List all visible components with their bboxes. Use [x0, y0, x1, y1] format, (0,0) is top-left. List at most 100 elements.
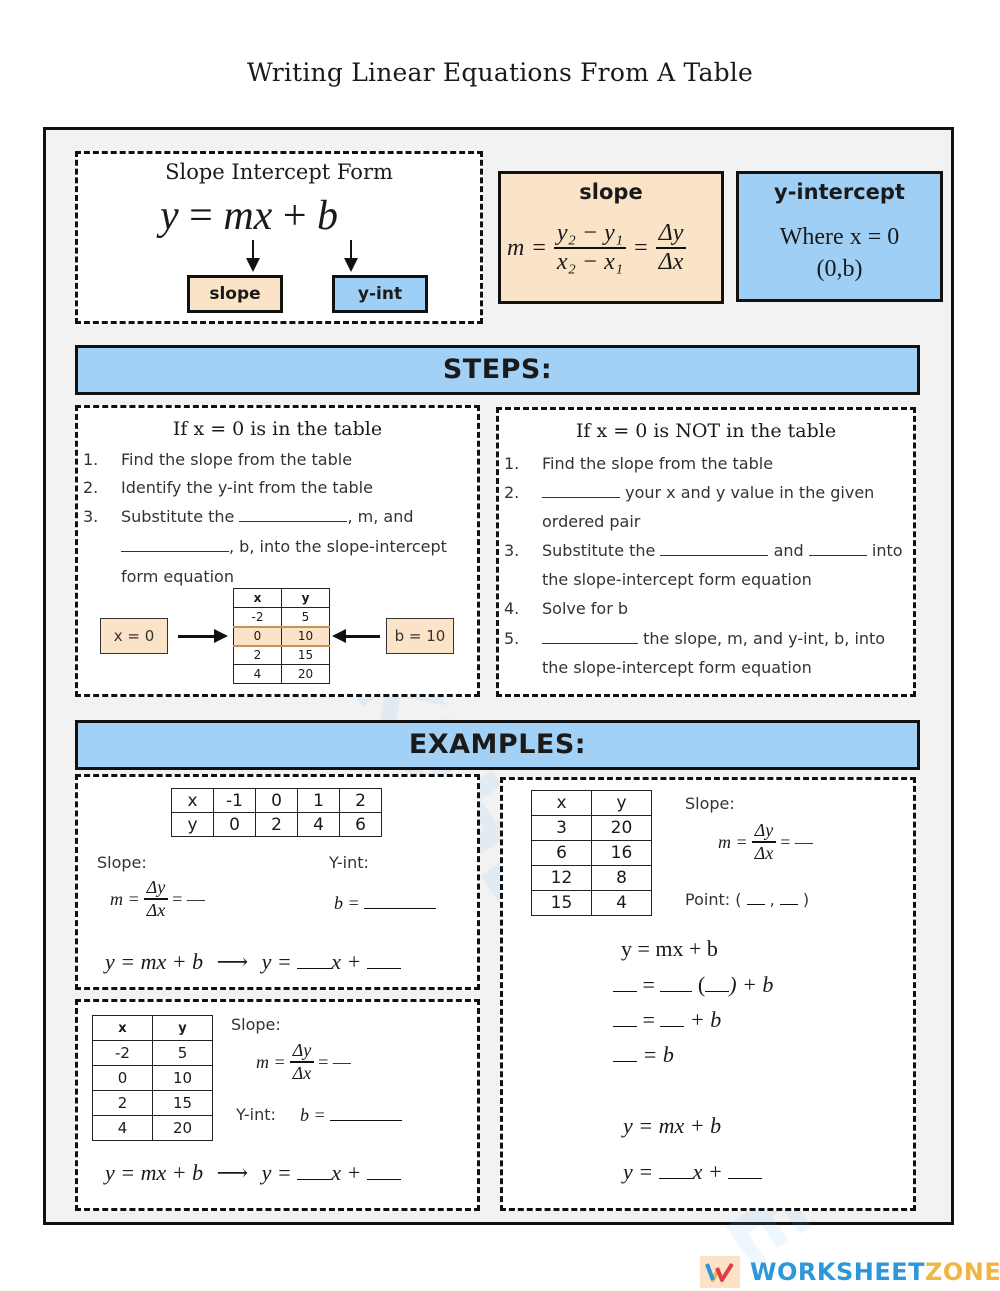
fill-blank[interactable] [121, 536, 229, 552]
answer-blank[interactable] [658, 1161, 693, 1179]
table-header-cell: x [531, 790, 592, 816]
arrow-down-icon [252, 240, 254, 260]
arrow-head-icon [246, 258, 260, 272]
example-2-yint-eq: b = [300, 1103, 403, 1126]
steps-x0-in-table: If x = 0 is in the table 1.Find the slop… [75, 405, 480, 697]
table-cell: 1 [297, 788, 340, 813]
answer-blank[interactable] [366, 1162, 401, 1180]
table-cell: 8 [591, 865, 652, 891]
arrow-right-line [178, 635, 216, 638]
slope-label: Slope: [685, 794, 735, 813]
steps-left-list: 1.Find the slope from the table 2.Identi… [83, 446, 469, 592]
fill-blank[interactable] [660, 540, 769, 556]
answer-blank[interactable] [660, 1009, 685, 1027]
list-item: 1.Find the slope from the table [504, 454, 774, 473]
answer-blank[interactable] [364, 891, 437, 909]
table-cell: 4 [591, 890, 652, 916]
steps-banner: STEPS: [75, 345, 920, 395]
table-cell: 2 [233, 645, 282, 665]
table-cell: 2 [339, 788, 382, 813]
table-cell: 6 [339, 812, 382, 837]
table-cell: 4 [92, 1115, 153, 1141]
table-cell: 0 [255, 788, 298, 813]
slope-m: m [507, 234, 525, 261]
table-cell: 6 [531, 840, 592, 866]
y-intercept-box: y-intercept Where x = 0 (0,b) [736, 171, 943, 302]
list-item: 3. Substitute the , m, and , b, into the… [83, 506, 447, 586]
example-2-final-eq: y = mx + b ⟶ y = x + [105, 1160, 401, 1186]
table-cell: 4 [297, 812, 340, 837]
table-header-cell: y [591, 790, 652, 816]
arrow-right-icon [214, 629, 228, 643]
answer-blank[interactable] [660, 974, 693, 992]
table-cell: 15 [281, 645, 330, 665]
fill-blank[interactable] [542, 482, 620, 498]
answer-blank[interactable] [297, 1162, 332, 1180]
worksheetzone-logo[interactable]: WORKSHEETZONE [700, 1255, 1000, 1289]
steps-left-heading: If x = 0 is in the table [172, 418, 383, 440]
eq-mx: mx [223, 193, 273, 239]
slope-intercept-equation: y = mx + b [160, 192, 338, 240]
y-intercept-heading: y-intercept [774, 180, 905, 204]
delta-y: Δy [658, 220, 684, 246]
answer-blank[interactable] [613, 1044, 637, 1062]
table-cell: 20 [591, 815, 652, 841]
slope-equals-2: = [634, 234, 648, 261]
table-cell: -2 [233, 607, 282, 627]
arrow-left-line [344, 635, 380, 638]
work-line-5: y = mx + b [623, 1113, 722, 1138]
answer-blank[interactable] [728, 1161, 763, 1179]
work-line-2: = () + b [613, 972, 773, 998]
table-cell: 20 [281, 664, 330, 684]
arrow-right-icon: ⟶ [216, 1160, 249, 1185]
delta-x: Δx [655, 247, 687, 276]
answer-blank[interactable] [613, 974, 637, 992]
answer-blank[interactable] [705, 974, 730, 992]
table-cell: 15 [531, 890, 592, 916]
answer-blank[interactable] [366, 951, 401, 969]
point-label: Point: ( , ) [685, 890, 810, 909]
slope-denominator: x₂ − x₁ [553, 247, 627, 276]
work-line-6: y = x + [623, 1159, 763, 1185]
fill-blank[interactable] [542, 628, 638, 644]
table-cell: 4 [233, 664, 282, 684]
table-cell: 3 [531, 815, 592, 841]
table-cell: 10 [281, 625, 330, 647]
table-header-cell: y [152, 1015, 213, 1041]
table-cell: 12 [531, 865, 592, 891]
work-line-4: = b [613, 1042, 674, 1068]
b-equals-10-callout: b = 10 [386, 618, 454, 654]
list-item: 2.Identify the y-int from the table [83, 478, 373, 497]
fill-blank[interactable] [239, 506, 348, 522]
answer-blank[interactable] [613, 1009, 637, 1027]
answer-blank[interactable] [746, 891, 765, 905]
fill-blank[interactable] [808, 540, 867, 556]
steps-right-list: 1.Find the slope from the table 2. your … [504, 450, 905, 682]
answer-blank[interactable] [779, 891, 798, 905]
examples-banner: EXAMPLES: [75, 720, 920, 770]
list-item: 4.Solve for b [504, 599, 629, 618]
table-cell: 0 [233, 625, 282, 647]
x-equals-0-callout: x = 0 [100, 618, 168, 654]
answer-blank[interactable] [297, 951, 332, 969]
logo-w-icon [700, 1256, 740, 1288]
answer-blank[interactable] [330, 1103, 403, 1121]
yint-tag: y-int [332, 275, 428, 313]
slope-numerator: y₂ − y₁ [556, 220, 624, 246]
